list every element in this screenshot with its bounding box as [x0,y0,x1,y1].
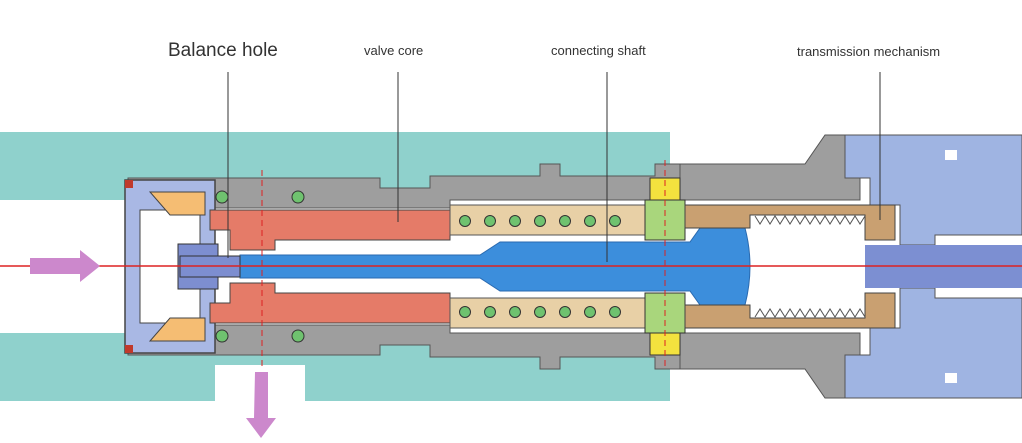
orange-seal-top [148,191,206,216]
valve-core-part [209,209,451,324]
spring-coil [509,306,521,318]
spring-coil [609,306,621,318]
spring-coil [534,215,546,227]
nut-lower [684,292,896,329]
spring-coils-bottom [459,306,621,318]
flow-arrows [30,250,276,438]
outlet-flow-arrow [246,372,276,438]
housing-upper [127,163,681,209]
thread-line [754,308,866,318]
inlet-flow-arrow [30,250,100,282]
label-balance-hole: Balance hole [168,40,278,61]
thread-top [754,215,866,225]
spring-coil [484,306,496,318]
nut-upper [684,204,896,241]
spring-coil [484,215,496,227]
o-ring-1 [215,190,229,204]
spring-coil [509,215,521,227]
actuator-notch-bottom [945,373,957,383]
valve-core-lower [209,282,451,324]
transmission-nut [684,204,896,329]
spring-coil [609,215,621,227]
spring-coil [459,215,471,227]
spring-coil [584,306,596,318]
thread-line [754,215,866,225]
housing-lower [127,324,681,370]
orange-seal-bottom [148,317,206,342]
spring-coils-top [459,215,621,227]
spring-coil [534,306,546,318]
label-valve-core: valve core [364,43,424,58]
red-seal-tl [125,180,133,188]
label-transmission-mechanism: transmission mechanism [797,44,941,59]
cartridge-housing [127,134,881,399]
thread-bottom [754,308,866,318]
spring-coil [559,306,571,318]
spring-coil [559,215,571,227]
o-ring-3 [215,329,229,343]
red-seal-bl [125,345,133,353]
valve-core-upper [209,209,451,251]
leader-lines [227,72,881,262]
spring-coil [584,215,596,227]
spring-chamber [449,204,646,329]
spring-coil [459,306,471,318]
center-lines [0,160,1022,370]
o-ring-4 [291,329,305,343]
o-rings [215,190,305,343]
label-connecting-shaft: connecting shaft [551,43,646,58]
actuator-notch-top [945,150,957,160]
o-ring-2 [291,190,305,204]
